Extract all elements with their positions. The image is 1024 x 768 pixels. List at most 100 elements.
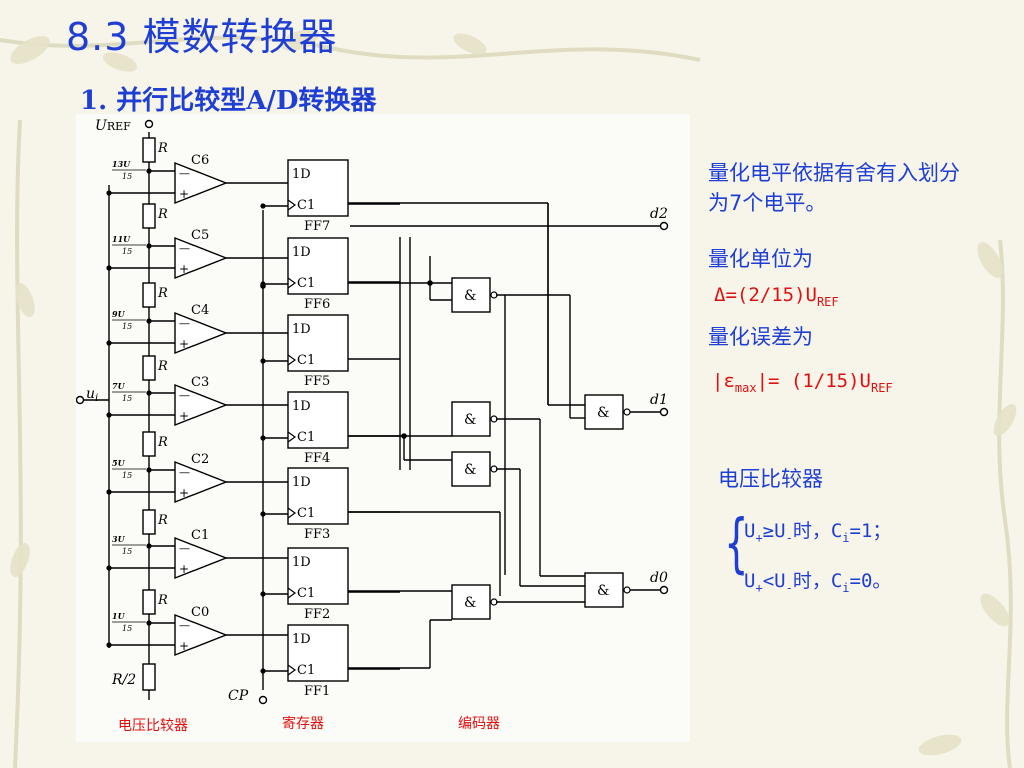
clock-icon [287,277,297,289]
quantization-error-formula: |εmax|= (1/15)UREF [712,370,893,395]
clock-node-3 [260,435,266,441]
comparator-rule-title: 电压比较器 [718,467,823,491]
input-node-5 [106,565,112,571]
tap-node-1 [146,243,152,249]
and-gate-1 [451,401,491,437]
divider-den-0: 15 [122,172,132,181]
ff-c-label: C1 [297,430,315,445]
divider-label-3: 7U [112,381,126,391]
comparator-label-2: C4 [191,303,209,318]
tap-node-2 [146,318,152,324]
ff-c-label: C1 [297,276,315,291]
and-gate-2 [451,451,491,487]
inverter-bubble-icon [623,586,631,594]
and-gate-3 [451,584,491,620]
comparator-minus: — [179,542,190,555]
resistor-2 [142,282,156,308]
inverter-bubble-icon [623,408,631,416]
input-node-3 [106,412,112,418]
ff-label-0: FF7 [304,219,330,234]
tap-node-0 [146,168,152,174]
output-label-0: d2 [650,206,668,222]
clock-node-5 [260,591,266,597]
clock-node-4 [260,511,266,517]
output-terminal-icon [659,585,669,595]
flipflop-4 [287,467,349,525]
slide-subtitle: 1. 并行比较型A/D转换器 [80,86,377,116]
comparator-minus: — [179,167,190,180]
and-gate-symbol: & [464,288,476,304]
comparator-label-4: C2 [191,452,209,467]
output-label-1: d1 [650,392,668,408]
ff-c-label: C1 [297,586,315,601]
flipflop-0 [287,159,349,217]
output-terminal-icon [659,221,669,231]
label-comparator-section: 电压比较器 [118,718,188,734]
comparator-5 [174,536,228,580]
divider-label-1: 11U [112,234,131,244]
resistor-label: R [157,207,168,222]
flipflop-1 [287,237,349,295]
ff-d-label: 1D [292,322,311,337]
ff-c-label: C1 [297,506,315,521]
and-gate-5 [584,572,624,608]
quantization-unit-formula: Δ=(2/15)UREF [714,284,839,309]
flipflop-2 [287,314,349,372]
input-node-0 [106,190,112,196]
comparator-minus: — [179,389,190,402]
divider-label-2: 9U [112,309,126,319]
resistor-1 [142,203,156,229]
comparator-6 [174,613,228,657]
ff-d-label: 1D [292,399,311,414]
comparator-3 [174,383,228,427]
junction-node-0 [427,280,433,286]
resistor-label: R [157,141,168,156]
cp-terminal-icon [258,695,268,705]
comparator-label-5: C1 [191,528,209,543]
ui-label: ui [86,386,98,404]
divider-den-2: 15 [122,322,132,331]
slide-title: 8.3 模数转换器 [66,15,338,59]
comparator-minus: — [179,317,190,330]
and-gate-symbol: & [597,405,609,421]
output-label-2: d0 [650,570,668,586]
and-gate-symbol: & [464,462,476,478]
comparator-plus: + [179,562,189,576]
comparator-rule-2: U+<U-时，Ci=0。 [744,570,892,595]
clock-icon [287,354,297,366]
ff-c-label: C1 [297,198,315,213]
ff-label-6: FF1 [304,684,330,699]
resistor-half [142,663,156,691]
and-gate-4 [584,394,624,430]
clock-icon [287,664,297,676]
flipflop-5 [287,547,349,605]
divider-den-1: 15 [122,247,132,256]
tap-node-6 [146,620,152,626]
comparator-0 [174,161,228,205]
label-encoder-section: 编码器 [458,716,500,732]
input-node-2 [106,340,112,346]
tap-node-3 [146,390,152,396]
tap-node-4 [146,467,152,473]
ff-label-1: FF6 [304,297,330,312]
resistor-label: R [157,593,168,608]
resistor-label: R [157,286,168,301]
label-register-section: 寄存器 [282,715,324,732]
ff-label-3: FF4 [304,451,330,466]
clock-node-0 [260,203,266,209]
resistor-3 [142,355,156,381]
comparator-plus: + [179,486,189,500]
divider-label-5: 3U [112,534,126,544]
ff-d-label: 1D [292,245,311,260]
tap-node-5 [146,543,152,549]
comparator-plus: + [179,409,189,423]
resistor-4 [142,431,156,457]
junction-node-2 [260,283,266,289]
output-terminal-icon [659,407,669,417]
ff-c-label: C1 [297,663,315,678]
flipflop-6 [287,624,349,682]
resistor-label: R [157,435,168,450]
resistor-label: R [157,359,168,374]
resistor-label: R [157,513,168,528]
